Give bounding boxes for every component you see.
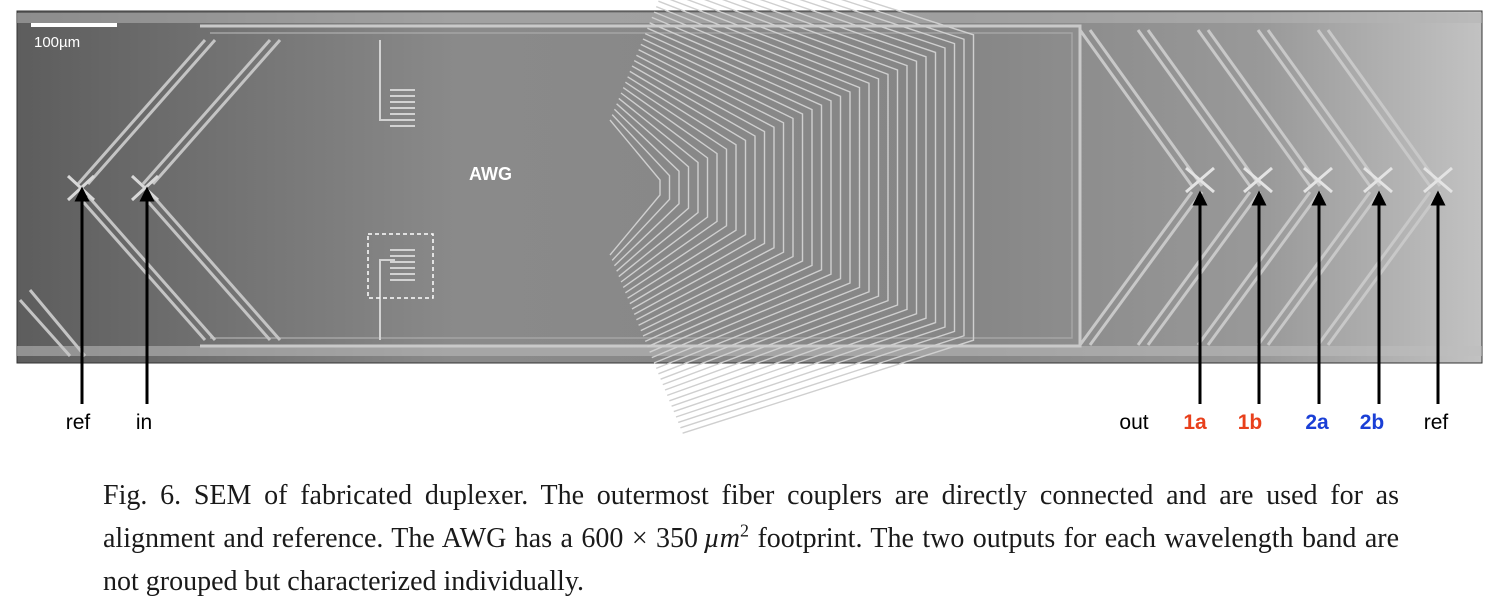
awg-arm bbox=[669, 0, 918, 402]
left-waveguides bbox=[18, 39, 282, 357]
awg-array-arms bbox=[609, 0, 975, 434]
fiber-coupler bbox=[1363, 166, 1393, 194]
awg-arm bbox=[627, 76, 737, 299]
right-couplers bbox=[1185, 166, 1453, 194]
right-waveguides bbox=[1078, 29, 1442, 346]
awg-frame bbox=[200, 24, 1082, 348]
awg-arm bbox=[675, 0, 946, 418]
awg-arm bbox=[629, 70, 747, 305]
right-waveguide bbox=[1146, 191, 1262, 346]
port-label-2b: 2b bbox=[1359, 411, 1385, 434]
awg-arm bbox=[609, 119, 661, 256]
right-waveguide bbox=[1078, 29, 1194, 187]
awg-arm bbox=[649, 22, 832, 353]
fiber-coupler bbox=[1185, 166, 1215, 194]
caption-prefix: Fig. 6. SEM of fabricated duplexer. The … bbox=[103, 480, 1399, 554]
awg-arm bbox=[625, 81, 728, 294]
right-waveguide bbox=[1316, 191, 1432, 346]
fiber-coupler bbox=[1303, 166, 1333, 194]
awg-arm bbox=[653, 11, 851, 364]
bottom-waveguide-band bbox=[17, 346, 1482, 356]
port-label-ref-left: ref bbox=[65, 411, 91, 434]
right-waveguide bbox=[1146, 29, 1262, 187]
right-waveguide bbox=[1136, 29, 1252, 187]
awg-arm bbox=[611, 114, 671, 261]
port-arrows bbox=[74, 186, 1446, 404]
awg-arm bbox=[640, 43, 794, 332]
awg-arm bbox=[671, 0, 927, 407]
scale-bar-label: 100µm bbox=[34, 34, 81, 51]
awg-arm bbox=[677, 0, 956, 424]
right-waveguide bbox=[1088, 191, 1204, 346]
awg-arm bbox=[618, 97, 699, 278]
awg-arm bbox=[631, 65, 756, 310]
caption-unit-exponent: 2 bbox=[740, 520, 750, 541]
right-waveguide bbox=[1206, 191, 1322, 346]
right-waveguide bbox=[1196, 191, 1312, 346]
awg-inner-frame bbox=[210, 32, 1073, 339]
right-waveguide bbox=[1256, 191, 1372, 346]
port-label-1b: 1b bbox=[1237, 411, 1263, 434]
port-label-1a: 1a bbox=[1183, 411, 1207, 434]
port-label-2a: 2a bbox=[1305, 411, 1329, 434]
fiber-coupler bbox=[1423, 166, 1453, 194]
awg-arm bbox=[642, 38, 804, 337]
right-waveguide bbox=[1256, 29, 1372, 187]
awg-arm bbox=[616, 103, 690, 272]
awg-arm bbox=[633, 59, 766, 316]
awg-arm bbox=[664, 0, 899, 391]
right-waveguide bbox=[1196, 29, 1312, 187]
awg-label: AWG bbox=[469, 164, 512, 184]
awg-arm bbox=[636, 54, 775, 321]
right-waveguide bbox=[1316, 29, 1432, 187]
awg-arm bbox=[620, 92, 709, 283]
right-waveguide bbox=[1078, 191, 1194, 346]
inset-highlight-box bbox=[367, 233, 434, 299]
sem-background bbox=[16, 10, 1483, 364]
awg-arm bbox=[651, 16, 842, 359]
awg-arm bbox=[613, 108, 680, 267]
port-label-ref-right: ref bbox=[1423, 411, 1449, 434]
right-waveguide bbox=[1266, 191, 1382, 346]
port-label-in: in bbox=[135, 411, 153, 434]
right-waveguide bbox=[1326, 29, 1442, 187]
awg-arm bbox=[666, 0, 908, 397]
right-waveguide bbox=[1136, 191, 1252, 346]
star-coupler-combs bbox=[379, 40, 415, 340]
right-waveguide bbox=[1088, 29, 1204, 187]
awg-arm bbox=[644, 32, 813, 343]
awg-arm bbox=[680, 0, 965, 429]
awg-arm bbox=[662, 0, 889, 386]
awg-arm bbox=[647, 27, 823, 348]
right-waveguide bbox=[1266, 29, 1382, 187]
top-waveguide-band bbox=[17, 13, 1482, 23]
caption-suffix: footprint. The two outputs for each wave… bbox=[103, 523, 1399, 597]
fiber-coupler bbox=[1243, 166, 1273, 194]
awg-arm bbox=[655, 5, 861, 370]
right-waveguide bbox=[1326, 191, 1442, 346]
awg-arm bbox=[638, 49, 785, 326]
awg-arm bbox=[660, 0, 880, 380]
right-waveguide bbox=[1206, 29, 1322, 187]
port-label-out: out bbox=[1119, 411, 1149, 434]
awg-arm bbox=[673, 0, 937, 413]
awg-arm bbox=[622, 87, 718, 288]
scale-bar bbox=[31, 23, 117, 27]
figure-caption: Fig. 6. SEM of fabricated duplexer. The … bbox=[103, 474, 1399, 603]
caption-unit: µm bbox=[703, 523, 741, 554]
awg-arm bbox=[682, 0, 975, 434]
awg-arm bbox=[658, 0, 870, 375]
